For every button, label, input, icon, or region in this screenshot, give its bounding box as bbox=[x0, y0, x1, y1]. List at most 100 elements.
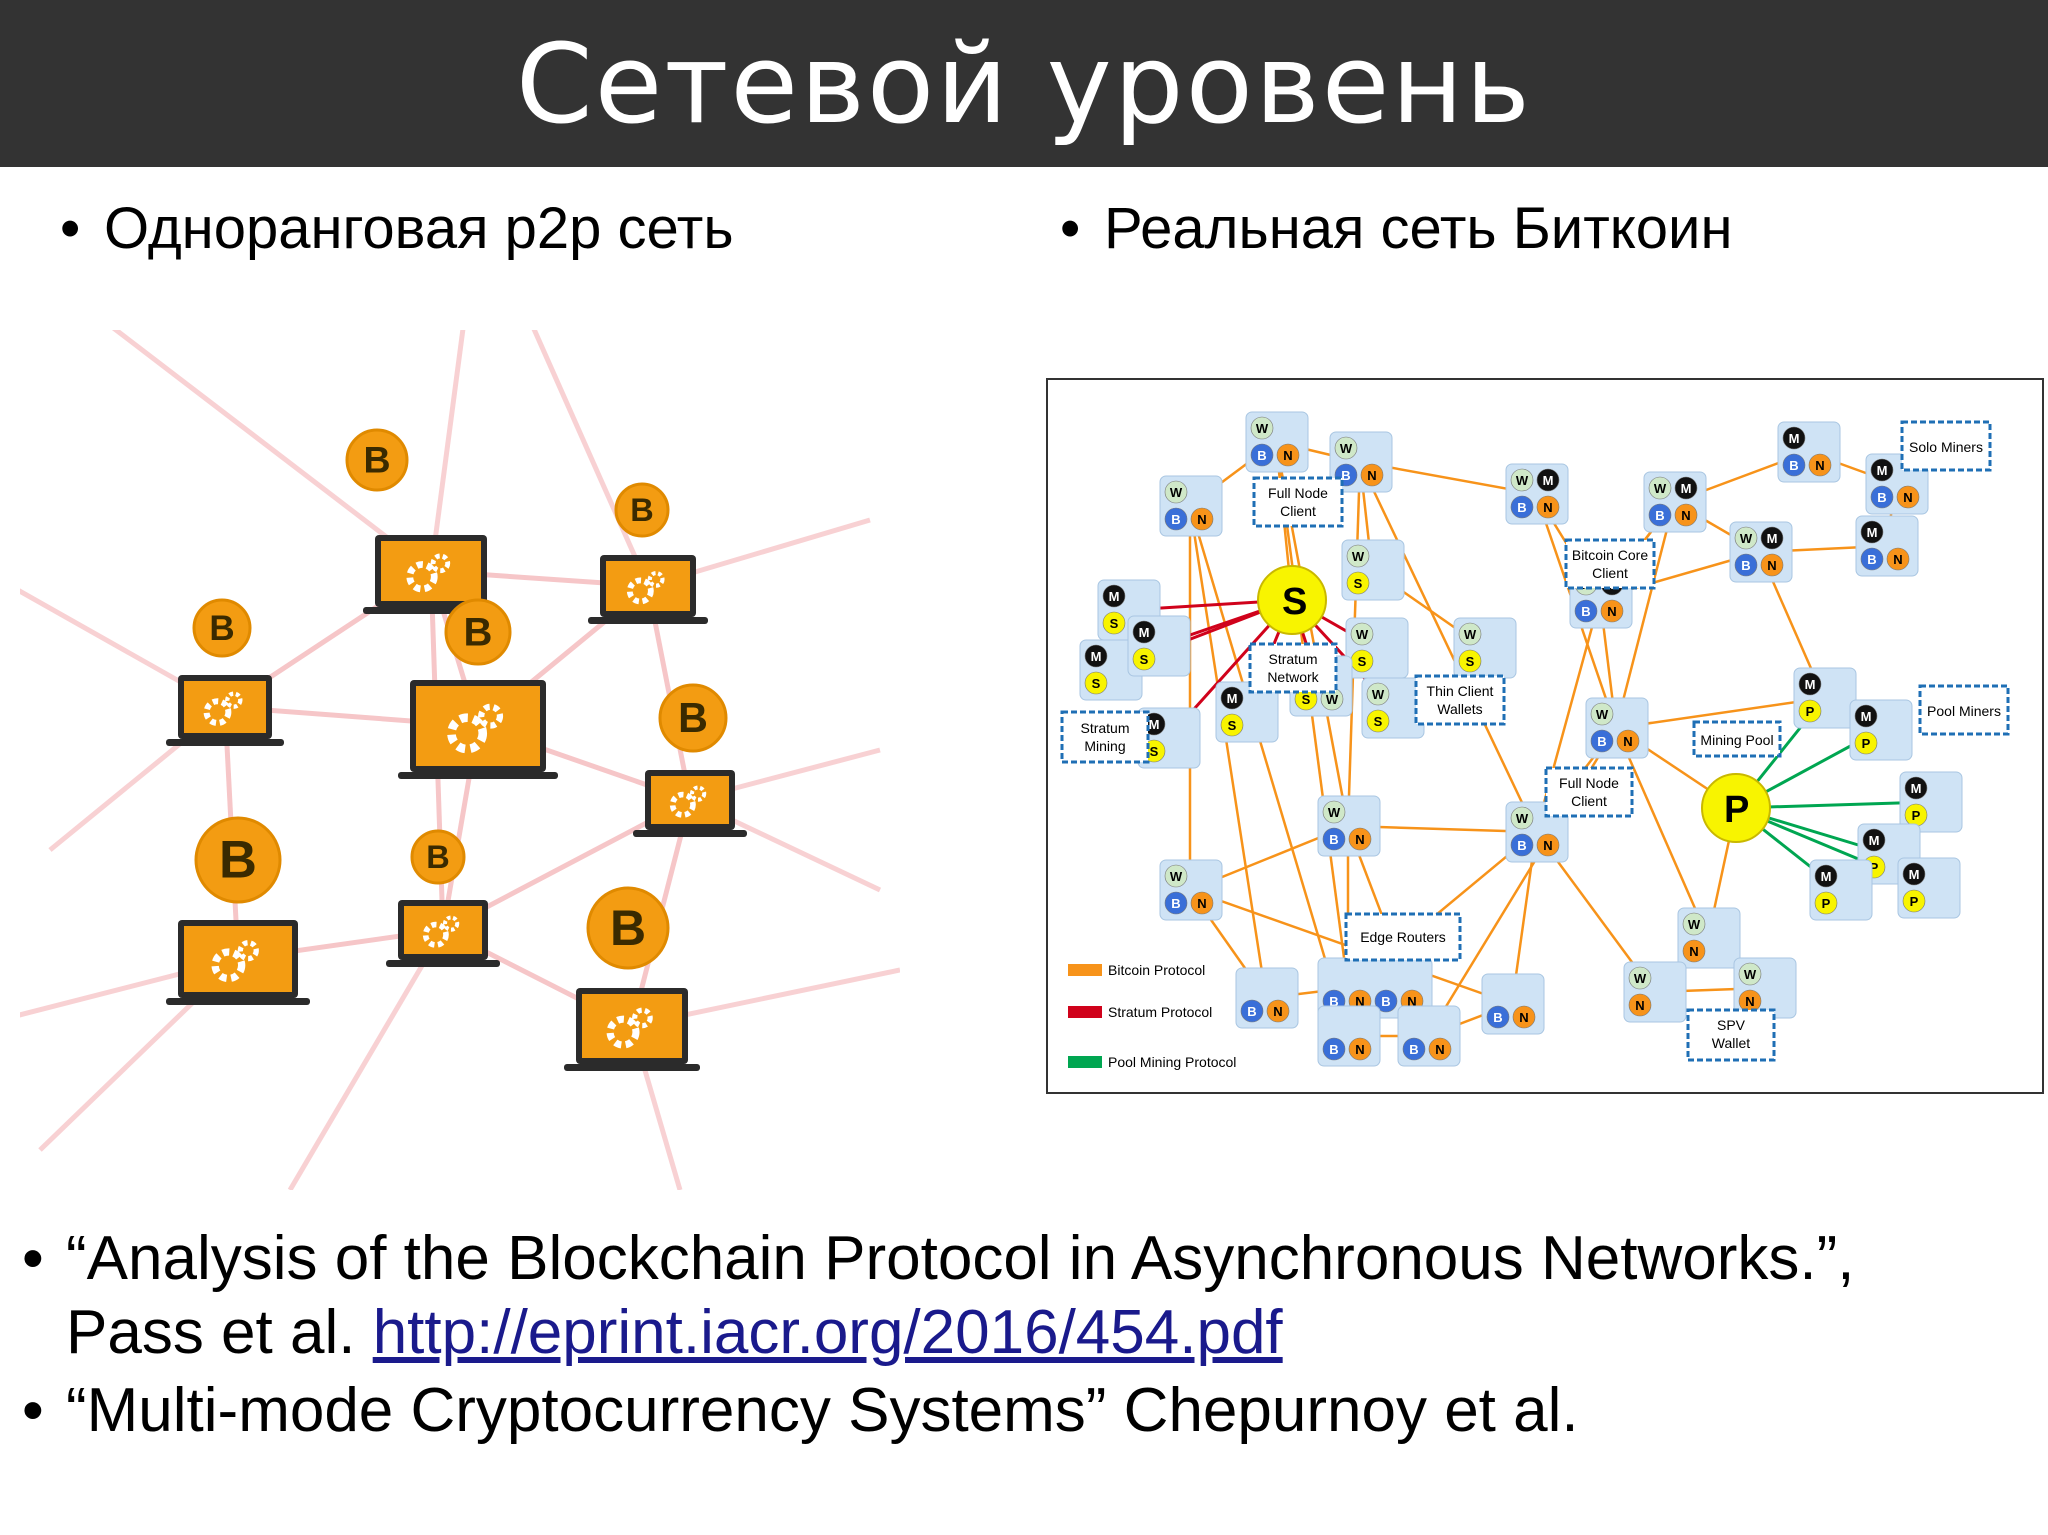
node-role-letter: B bbox=[1329, 832, 1338, 847]
node-role-dot bbox=[1854, 704, 1878, 728]
node-role-letter: W bbox=[1634, 971, 1647, 986]
node-role-letter: S bbox=[1110, 616, 1119, 631]
node-role-letter: N bbox=[1623, 734, 1632, 749]
bitcoin-protocol-link bbox=[1358, 461, 1538, 833]
node-role-letter: B bbox=[1517, 838, 1526, 853]
node-role-letter: N bbox=[1607, 604, 1616, 619]
p2p-node: B bbox=[398, 598, 558, 779]
node-role-letter: N bbox=[1893, 552, 1902, 567]
bullet-dot: • bbox=[22, 1224, 44, 1293]
network-node: MS bbox=[1079, 639, 1143, 701]
node-role-letter: N bbox=[1543, 500, 1552, 515]
gear-icon bbox=[669, 791, 696, 818]
node-role-dot bbox=[1674, 503, 1698, 527]
node-role-letter: N bbox=[1407, 994, 1416, 1009]
bitcoin-symbol: B bbox=[209, 609, 234, 648]
node-role-letter: P bbox=[1822, 896, 1831, 911]
node-role-letter: S bbox=[1092, 676, 1101, 691]
p2p-node: B bbox=[633, 683, 747, 837]
right-heading: •Реальная сеть Биткоин bbox=[1060, 194, 1732, 264]
bitcoin-symbol: B bbox=[610, 900, 646, 956]
node-role-letter: B bbox=[1329, 1042, 1338, 1057]
node-role-letter: P bbox=[1912, 808, 1921, 823]
node-role-dot bbox=[1616, 729, 1640, 753]
legend-stratum-protocol: Stratum Protocol bbox=[1068, 1004, 1212, 1020]
node-role-letter: M bbox=[1543, 473, 1554, 488]
node-role-dot bbox=[1648, 503, 1672, 527]
node-role-dot bbox=[1346, 571, 1370, 595]
node-role-dot bbox=[1536, 468, 1560, 492]
label-pool-miners: Pool Miners bbox=[1918, 684, 2010, 736]
node-role-dot bbox=[1600, 599, 1624, 623]
node-role-letter: M bbox=[1909, 867, 1920, 882]
bitcoin-coin-icon bbox=[345, 428, 409, 492]
node-role-letter: M bbox=[1681, 481, 1692, 496]
node-role-dot bbox=[1190, 507, 1214, 531]
node-role-letter: B bbox=[1247, 1004, 1256, 1019]
node-role-letter: N bbox=[1745, 994, 1754, 1009]
bitcoin-symbol: B bbox=[426, 839, 449, 875]
gear-icon bbox=[442, 915, 460, 932]
node-role-dot bbox=[1870, 485, 1894, 509]
node-role-dot bbox=[1886, 547, 1910, 571]
p2p-node: B bbox=[345, 428, 499, 614]
node-role-dot bbox=[1808, 453, 1832, 477]
network-node: MP bbox=[1897, 857, 1961, 919]
legend-label: Bitcoin Protocol bbox=[1108, 962, 1205, 978]
node-role-dot bbox=[1084, 671, 1108, 695]
node-role-dot bbox=[1102, 611, 1126, 635]
node-role-dot bbox=[1322, 827, 1346, 851]
bitcoin-coin-icon bbox=[614, 482, 670, 538]
node-role-letter: M bbox=[1867, 525, 1878, 540]
node-role-dot bbox=[1164, 864, 1188, 888]
node-role-dot bbox=[1760, 553, 1784, 577]
label-text: Edge Routers bbox=[1360, 929, 1446, 945]
legend-bitcoin-protocol: Bitcoin Protocol bbox=[1068, 962, 1205, 978]
node-role-dot bbox=[1164, 891, 1188, 915]
node-role-dot bbox=[1220, 686, 1244, 710]
bitcoin-symbol: B bbox=[678, 695, 708, 741]
node-role-letter: P bbox=[1870, 860, 1879, 875]
legend-label: Pool Mining Protocol bbox=[1108, 1054, 1236, 1070]
node-role-letter: W bbox=[1654, 481, 1667, 496]
node-role-letter: M bbox=[1869, 833, 1880, 848]
node-role-letter: M bbox=[1091, 649, 1102, 664]
node-role-dot bbox=[1428, 1037, 1452, 1061]
node-role-dot bbox=[1132, 647, 1156, 671]
node-role-dot bbox=[1458, 649, 1482, 673]
node-role-letter: B bbox=[1257, 448, 1266, 463]
node-role-dot bbox=[1366, 682, 1390, 706]
node-role-letter: W bbox=[1744, 967, 1757, 982]
p2p-node: B bbox=[386, 829, 500, 967]
node-role-dot bbox=[1902, 862, 1926, 886]
pool-hub-letter: P bbox=[1724, 789, 1749, 831]
node-role-letter: W bbox=[1356, 627, 1369, 642]
network-node: MP bbox=[1849, 699, 1913, 761]
node-role-dot bbox=[1510, 806, 1534, 830]
reference-1-link[interactable]: http://eprint.iacr.org/2016/454.pdf bbox=[372, 1298, 1283, 1367]
node-role-dot bbox=[1276, 443, 1300, 467]
reference-1-authors: Pass et al. bbox=[66, 1298, 373, 1367]
node-role-dot bbox=[1896, 485, 1920, 509]
node-role-letter: P bbox=[1806, 704, 1815, 719]
node-role-dot bbox=[1782, 426, 1806, 450]
node-role-letter: N bbox=[1767, 558, 1776, 573]
node-role-letter: W bbox=[1464, 627, 1477, 642]
laptop-base bbox=[564, 1064, 700, 1071]
node-role-letter: S bbox=[1466, 654, 1475, 669]
label-text: Mining Pool bbox=[1700, 732, 1773, 748]
bitcoin-coin-icon bbox=[586, 886, 670, 970]
node-role-letter: M bbox=[1149, 717, 1160, 732]
node-role-dot bbox=[1590, 729, 1614, 753]
laptop-screen bbox=[606, 561, 690, 611]
p2p-outer-link bbox=[111, 330, 433, 573]
